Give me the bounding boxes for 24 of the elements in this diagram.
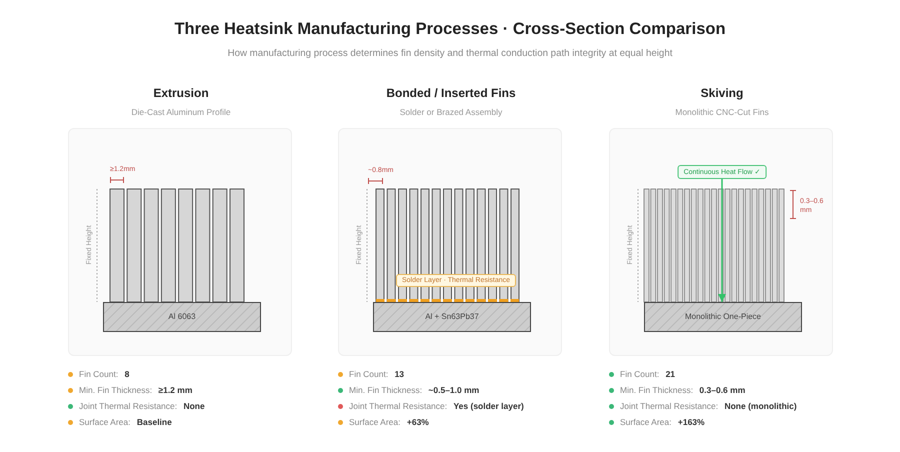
panel-subtitle: Die-Cast Aluminum Profile [131, 107, 231, 117]
spec-text: Surface Area: Baseline [79, 417, 172, 427]
spec-text: Surface Area: +163% [620, 417, 705, 427]
spec-text: Joint Thermal Resistance: None [79, 401, 205, 411]
spec-text: Fin Count: 13 [349, 369, 404, 379]
panel-title: Skiving [700, 86, 744, 100]
spec-text: Joint Thermal Resistance: Yes (solder layer) [349, 401, 524, 411]
spec-text: Surface Area: +63% [349, 417, 429, 427]
spec-text: Min. Fin Thickness: 0.3–0.6 mm [620, 385, 746, 395]
spec-text: Fin Count: 21 [620, 369, 676, 379]
spec-text: Min. Fin Thickness: ~0.5–1.0 mm [349, 385, 480, 395]
panel-subtitle: Monolithic CNC-Cut Fins [675, 107, 769, 117]
panel-title: Bonded / Inserted Fins [386, 86, 516, 100]
heatsink-base: Al 6063 [103, 302, 261, 332]
flow-arrow [718, 179, 726, 302]
panel-title: Extrusion [153, 86, 209, 100]
spec-text: Min. Fin Thickness: ≥1.2 mm [79, 385, 192, 395]
spec-text: Fin Count: 8 [79, 369, 130, 379]
diagram-title: Three Heatsink Manufacturing Processes · Cross-Section Comparison [174, 20, 726, 39]
heatsink-base: Monolithic One-Piece [644, 302, 802, 332]
spec-text: Joint Thermal Resistance: None (monolithic) [620, 401, 797, 411]
diagram-subtitle: How manufacturing process determines fin density and thermal conduction path integrity at equal height [228, 48, 672, 59]
heatsink-base: Al + Sn63Pb37 [373, 302, 531, 332]
panel-subtitle: Solder or Brazed Assembly [400, 107, 502, 117]
